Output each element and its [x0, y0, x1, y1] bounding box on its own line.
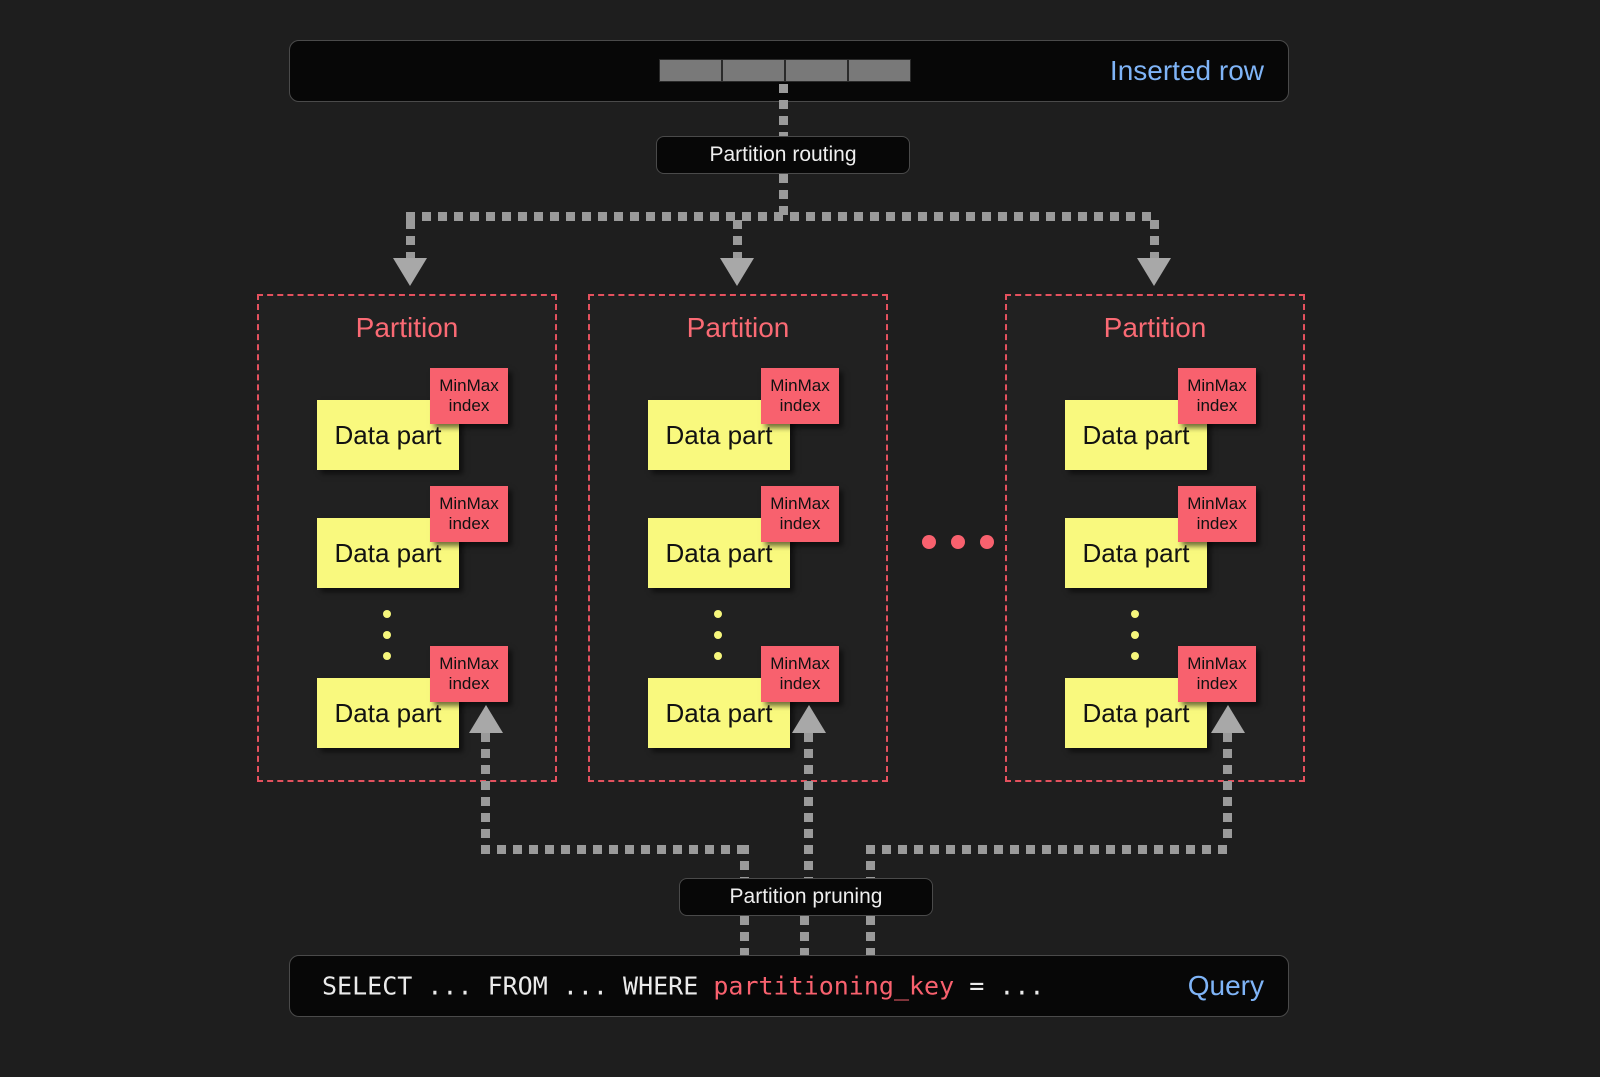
- minmax-index-box: MinMax index: [1178, 646, 1256, 702]
- partition-box-3: Partition Data part MinMax index Data pa…: [1005, 294, 1305, 782]
- query-prefix: SELECT ... FROM ... WHERE: [322, 971, 714, 1001]
- connector-pruning-bus-left-drop: [740, 845, 749, 878]
- minmax-index-line2: index: [448, 396, 490, 415]
- ellipsis-dot: [383, 610, 391, 618]
- arrow-up-partition-1-icon: [469, 705, 503, 733]
- data-part-group: Data part MinMax index: [1065, 368, 1261, 470]
- routing-bus: [406, 212, 1158, 221]
- connector-partition-3-to-pruning-bus: [1223, 733, 1232, 845]
- ellipsis-dot: [922, 535, 936, 549]
- vertical-ellipsis: [1131, 610, 1141, 660]
- minmax-index-line1: MinMax: [770, 376, 830, 396]
- inserted-row-label: Inserted row: [1109, 55, 1264, 86]
- connector-pruning-bus-right-drop: [866, 845, 875, 878]
- minmax-index-line1: MinMax: [1187, 376, 1247, 396]
- minmax-index-line2: index: [779, 514, 821, 533]
- partition-pruning-label: Partition pruning: [679, 878, 933, 916]
- ellipsis-dot: [383, 652, 391, 660]
- ellipsis-dot: [951, 535, 965, 549]
- minmax-index-line2: index: [779, 674, 821, 693]
- minmax-index-line2: index: [1196, 396, 1238, 415]
- ellipsis-dot: [1131, 652, 1139, 660]
- ellipsis-dot: [1131, 631, 1139, 639]
- connector-partition-1-to-pruning-bus: [481, 733, 490, 845]
- row-cell: [722, 59, 785, 82]
- minmax-index-box: MinMax index: [430, 646, 508, 702]
- data-part-group: Data part MinMax index: [648, 486, 844, 588]
- data-part-group: Data part MinMax index: [317, 486, 513, 588]
- minmax-index-line1: MinMax: [439, 376, 499, 396]
- query-keyword: partitioning_key: [713, 971, 955, 1001]
- inserted-row-bar: Inserted row: [289, 40, 1289, 102]
- data-part-group: Data part MinMax index: [1065, 646, 1261, 748]
- arrow-down-partition-1-icon: [393, 258, 427, 286]
- minmax-index-line2: index: [1196, 514, 1238, 533]
- connector-pruning-to-query-1: [740, 916, 749, 955]
- minmax-index-line1: MinMax: [1187, 654, 1247, 674]
- ellipsis-dot: [714, 610, 722, 618]
- connector-bus-to-partition-2: [733, 220, 742, 262]
- minmax-index-box: MinMax index: [1178, 368, 1256, 424]
- data-part-group: Data part MinMax index: [317, 646, 513, 748]
- pruning-bus-right: [866, 845, 1232, 854]
- partition-title: Partition: [686, 312, 790, 343]
- data-part-box: Data part: [317, 400, 459, 470]
- arrow-down-partition-3-icon: [1137, 258, 1171, 286]
- vertical-ellipsis: [383, 610, 393, 660]
- query-text: SELECT ... FROM ... WHERE partitioning_k…: [322, 974, 1044, 999]
- connector-partition-2-to-pruning: [804, 733, 813, 878]
- minmax-index-box: MinMax index: [761, 486, 839, 542]
- partition-routing-label: Partition routing: [656, 136, 910, 174]
- query-suffix: = ...: [954, 971, 1045, 1001]
- minmax-index-line2: index: [1196, 674, 1238, 693]
- data-part-group: Data part MinMax index: [1065, 486, 1261, 588]
- arrow-up-partition-2-icon: [792, 705, 826, 733]
- ellipsis-dot: [714, 652, 722, 660]
- partition-box-1: Partition Data part MinMax index Data pa…: [257, 294, 557, 782]
- minmax-index-line1: MinMax: [1187, 494, 1247, 514]
- data-part-group: Data part MinMax index: [317, 368, 513, 470]
- connector-row-to-routing: [779, 84, 788, 136]
- minmax-index-line2: index: [448, 674, 490, 693]
- query-label: Query: [1187, 970, 1264, 1001]
- partition-title: Partition: [1103, 312, 1207, 343]
- connector-pruning-to-query-2: [800, 916, 809, 955]
- minmax-index-box: MinMax index: [761, 368, 839, 424]
- arrow-down-partition-2-icon: [720, 258, 754, 286]
- pruning-bus-left: [481, 845, 749, 854]
- minmax-index-line2: index: [448, 514, 490, 533]
- minmax-index-box: MinMax index: [1178, 486, 1256, 542]
- ellipsis-dot: [980, 535, 994, 549]
- minmax-index-line1: MinMax: [770, 494, 830, 514]
- data-part-box: Data part: [317, 678, 459, 748]
- connector-pruning-to-query-3: [866, 916, 875, 955]
- minmax-index-line2: index: [779, 396, 821, 415]
- arrow-up-partition-3-icon: [1211, 705, 1245, 733]
- minmax-index-line1: MinMax: [439, 654, 499, 674]
- data-part-group: Data part MinMax index: [648, 646, 844, 748]
- inserted-row-cells: [659, 59, 911, 82]
- minmax-index-line1: MinMax: [439, 494, 499, 514]
- ellipsis-dot: [1131, 610, 1139, 618]
- connector-bus-to-partition-1: [406, 220, 415, 262]
- partition-title: Partition: [355, 312, 459, 343]
- row-cell: [659, 59, 722, 82]
- minmax-index-box: MinMax index: [430, 368, 508, 424]
- ellipsis-dot: [714, 631, 722, 639]
- query-bar: SELECT ... FROM ... WHERE partitioning_k…: [289, 955, 1289, 1017]
- vertical-ellipsis: [714, 610, 724, 660]
- connector-bus-to-partition-3: [1150, 220, 1159, 262]
- partition-box-2: Partition Data part MinMax index Data pa…: [588, 294, 888, 782]
- row-cell: [785, 59, 848, 82]
- minmax-index-box: MinMax index: [430, 486, 508, 542]
- connector-routing-to-bus: [779, 174, 788, 216]
- minmax-index-box: MinMax index: [761, 646, 839, 702]
- partition-horizontal-ellipsis: [922, 535, 994, 549]
- row-cell: [848, 59, 911, 82]
- data-part-group: Data part MinMax index: [648, 368, 844, 470]
- minmax-index-line1: MinMax: [770, 654, 830, 674]
- ellipsis-dot: [383, 631, 391, 639]
